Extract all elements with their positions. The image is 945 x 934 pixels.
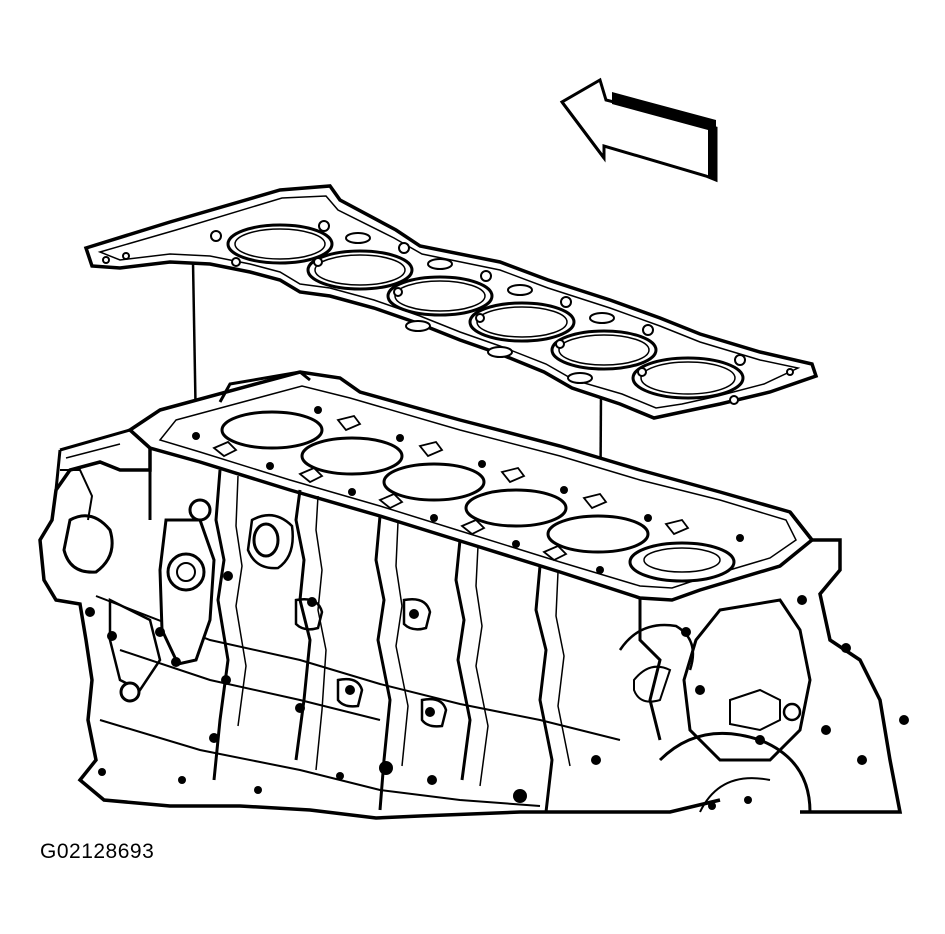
- head-gasket: [83, 184, 819, 420]
- direction-arrow-icon: [559, 77, 718, 183]
- engine-block: [38, 370, 909, 820]
- figure-id-label: G02128693: [40, 840, 155, 863]
